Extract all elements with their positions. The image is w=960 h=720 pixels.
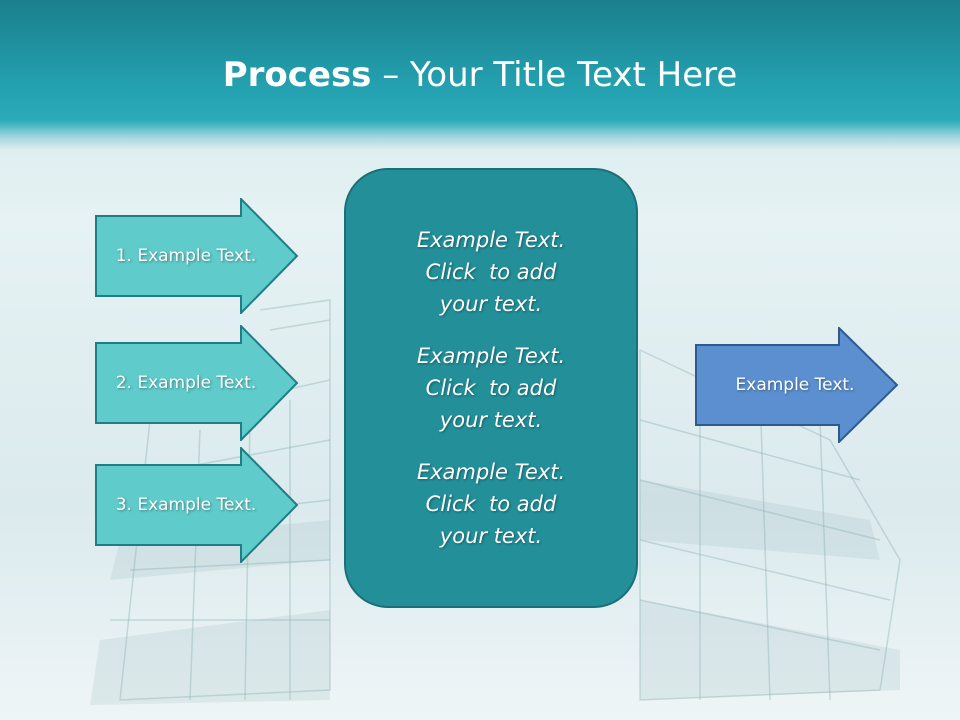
center-line: Example Text. — [416, 460, 566, 484]
arrow-shape-icon — [695, 327, 899, 443]
input-arrow-label-1: 1. Example Text. — [115, 246, 257, 266]
input-arrow-3[interactable]: 3. Example Text. — [95, 447, 299, 563]
slide-title: Process – Your Title Text Here — [0, 52, 960, 98]
center-process-box[interactable]: Example Text. Click to add your text. Ex… — [344, 168, 638, 608]
center-line: Example Text. — [416, 344, 566, 368]
center-line: Example Text. — [416, 228, 566, 252]
input-arrow-label-2: 2. Example Text. — [115, 373, 257, 393]
center-text-block-3: Example Text. Click to add your text. — [417, 456, 565, 552]
center-text-block-1: Example Text. Click to add your text. — [417, 224, 565, 320]
input-arrow-1[interactable]: 1. Example Text. — [95, 198, 299, 314]
title-bold: Process — [222, 55, 372, 95]
center-line: Click to add — [425, 260, 557, 284]
center-line: your text. — [439, 524, 543, 548]
input-arrow-label-3: 3. Example Text. — [115, 495, 257, 515]
output-arrow[interactable]: Example Text. — [695, 327, 899, 443]
input-arrow-2[interactable]: 2. Example Text. — [95, 325, 299, 441]
title-banner — [0, 0, 960, 150]
center-line: your text. — [439, 292, 543, 316]
arrow-shape-icon — [95, 325, 299, 441]
output-arrow-label: Example Text. — [735, 375, 855, 395]
arrow-shape-icon — [95, 447, 299, 563]
center-line: Click to add — [425, 376, 557, 400]
center-text-block-2: Example Text. Click to add your text. — [417, 340, 565, 436]
arrow-shape-icon — [95, 198, 299, 314]
center-line: Click to add — [425, 492, 557, 516]
title-rest: – Your Title Text Here — [371, 55, 738, 95]
center-line: your text. — [439, 408, 543, 432]
